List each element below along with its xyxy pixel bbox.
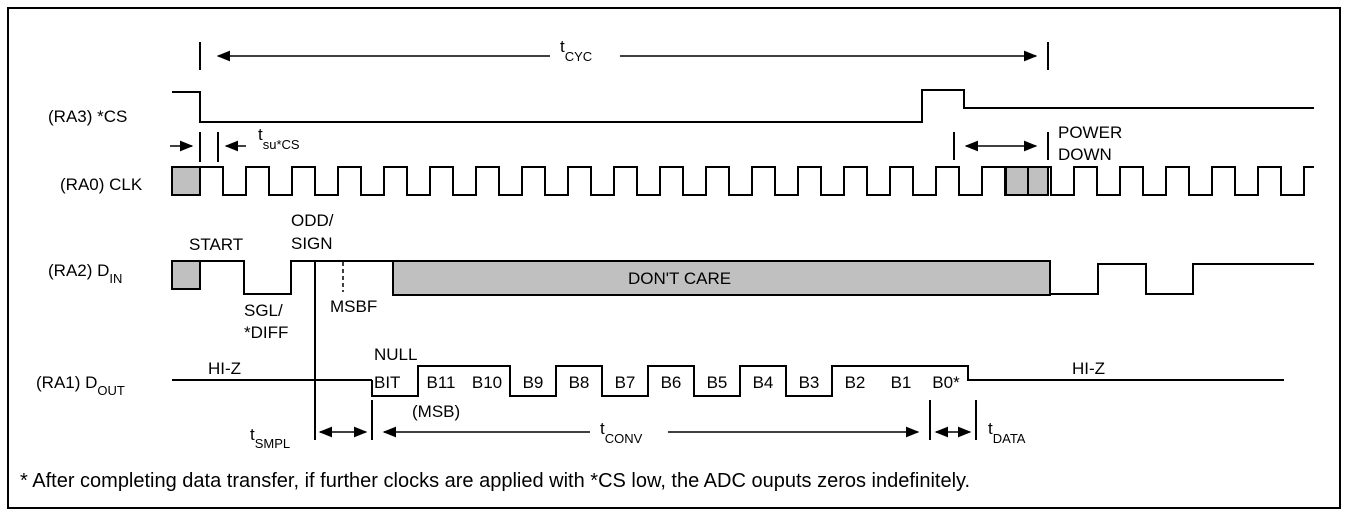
cs-waveform [172, 89, 1314, 123]
clk-signal-label: (RA0) CLK [60, 175, 143, 194]
din-tail-waveform [1050, 263, 1314, 295]
sgl-label: SGL/ [244, 301, 283, 320]
dout-bit-label: B10 [472, 373, 502, 392]
dout-bit-label: B8 [569, 373, 590, 392]
tsu-t: t [258, 125, 263, 144]
tdata-sub: DATA [993, 431, 1026, 446]
dont-care-region [392, 260, 1051, 296]
din-prefix: (RA2) D [48, 261, 109, 280]
hiz-right-label: HI-Z [1072, 359, 1105, 378]
dout-bit-label: B9 [523, 373, 544, 392]
tsu-sub: su*CS [263, 137, 300, 152]
clk-waveform [172, 166, 1314, 196]
tsu-cs-marker: tsu*CS [170, 125, 300, 162]
footnote: * After completing data transfer, if fur… [20, 470, 970, 492]
tsmpl-t: t [250, 425, 255, 444]
dout-bit-label: B2 [845, 373, 866, 392]
dout-bit-label: B11 [427, 373, 456, 392]
tconv-t: t [600, 419, 605, 438]
din-signal-label: (RA2) DIN [48, 261, 122, 286]
tcyc-t: t [560, 37, 565, 56]
diagram-frame [7, 7, 1341, 509]
start-label: START [189, 235, 243, 254]
dout-signal-label: (RA1) DOUT [36, 373, 125, 398]
diff-label: *DIFF [244, 323, 288, 342]
hiz-left-label: HI-Z [208, 359, 241, 378]
msbf-label: MSBF [330, 297, 377, 316]
dout-bit-label: B0* [932, 373, 960, 392]
din-shade-start [171, 260, 201, 290]
dout-waveform [371, 365, 980, 397]
dout-bit-label: B7 [615, 373, 636, 392]
din-waveform [200, 260, 393, 295]
power-label: POWER [1058, 123, 1122, 142]
dont-care-label: DON'T CARE [628, 269, 731, 288]
down-label: DOWN [1058, 145, 1112, 164]
odd-label: ODD/ [291, 211, 334, 230]
tconv-sub: CONV [605, 431, 643, 446]
sign-label: SIGN [291, 234, 333, 253]
dout-bit-label: B5 [707, 373, 728, 392]
svg-text:tDATA: tDATA [988, 419, 1026, 446]
dout-bit-label: B6 [661, 373, 682, 392]
cs-signal-label: (RA3) *CS [48, 107, 127, 126]
dout-bit-label: B4 [753, 373, 774, 392]
svg-text:tCONV: tCONV [600, 419, 643, 446]
dout-sub: OUT [97, 383, 125, 398]
clk-shade-start [171, 166, 201, 196]
svg-text:tCYC: tCYC [560, 37, 592, 64]
bit-label: BIT [374, 373, 400, 392]
null-label: NULL [374, 345, 417, 364]
tsmpl-marker: tSMPL [250, 400, 373, 451]
svg-text:tsu*CS: tsu*CS [258, 125, 300, 152]
tcyc-sub: CYC [565, 49, 592, 64]
msb-label: (MSB) [412, 402, 460, 421]
dout-bit-label: B3 [799, 373, 820, 392]
dout-bit-label: B1 [891, 373, 912, 392]
dout-prefix: (RA1) D [36, 373, 97, 392]
tsmpl-sub: SMPL [255, 436, 290, 451]
tconv-marker: tCONV [382, 400, 931, 446]
power-down-marker: POWER DOWN [953, 123, 1122, 164]
tcyc-marker: tCYC [199, 37, 1049, 70]
din-sub: IN [109, 271, 122, 286]
tdata-t: t [988, 419, 993, 438]
tdata-marker: tDATA [934, 400, 1026, 446]
svg-text:tSMPL: tSMPL [250, 425, 290, 451]
dout-bit-labels: B11 B10 B9 B8 B7 B6 B5 B4 B3 B2 B1 B0* [427, 373, 961, 392]
